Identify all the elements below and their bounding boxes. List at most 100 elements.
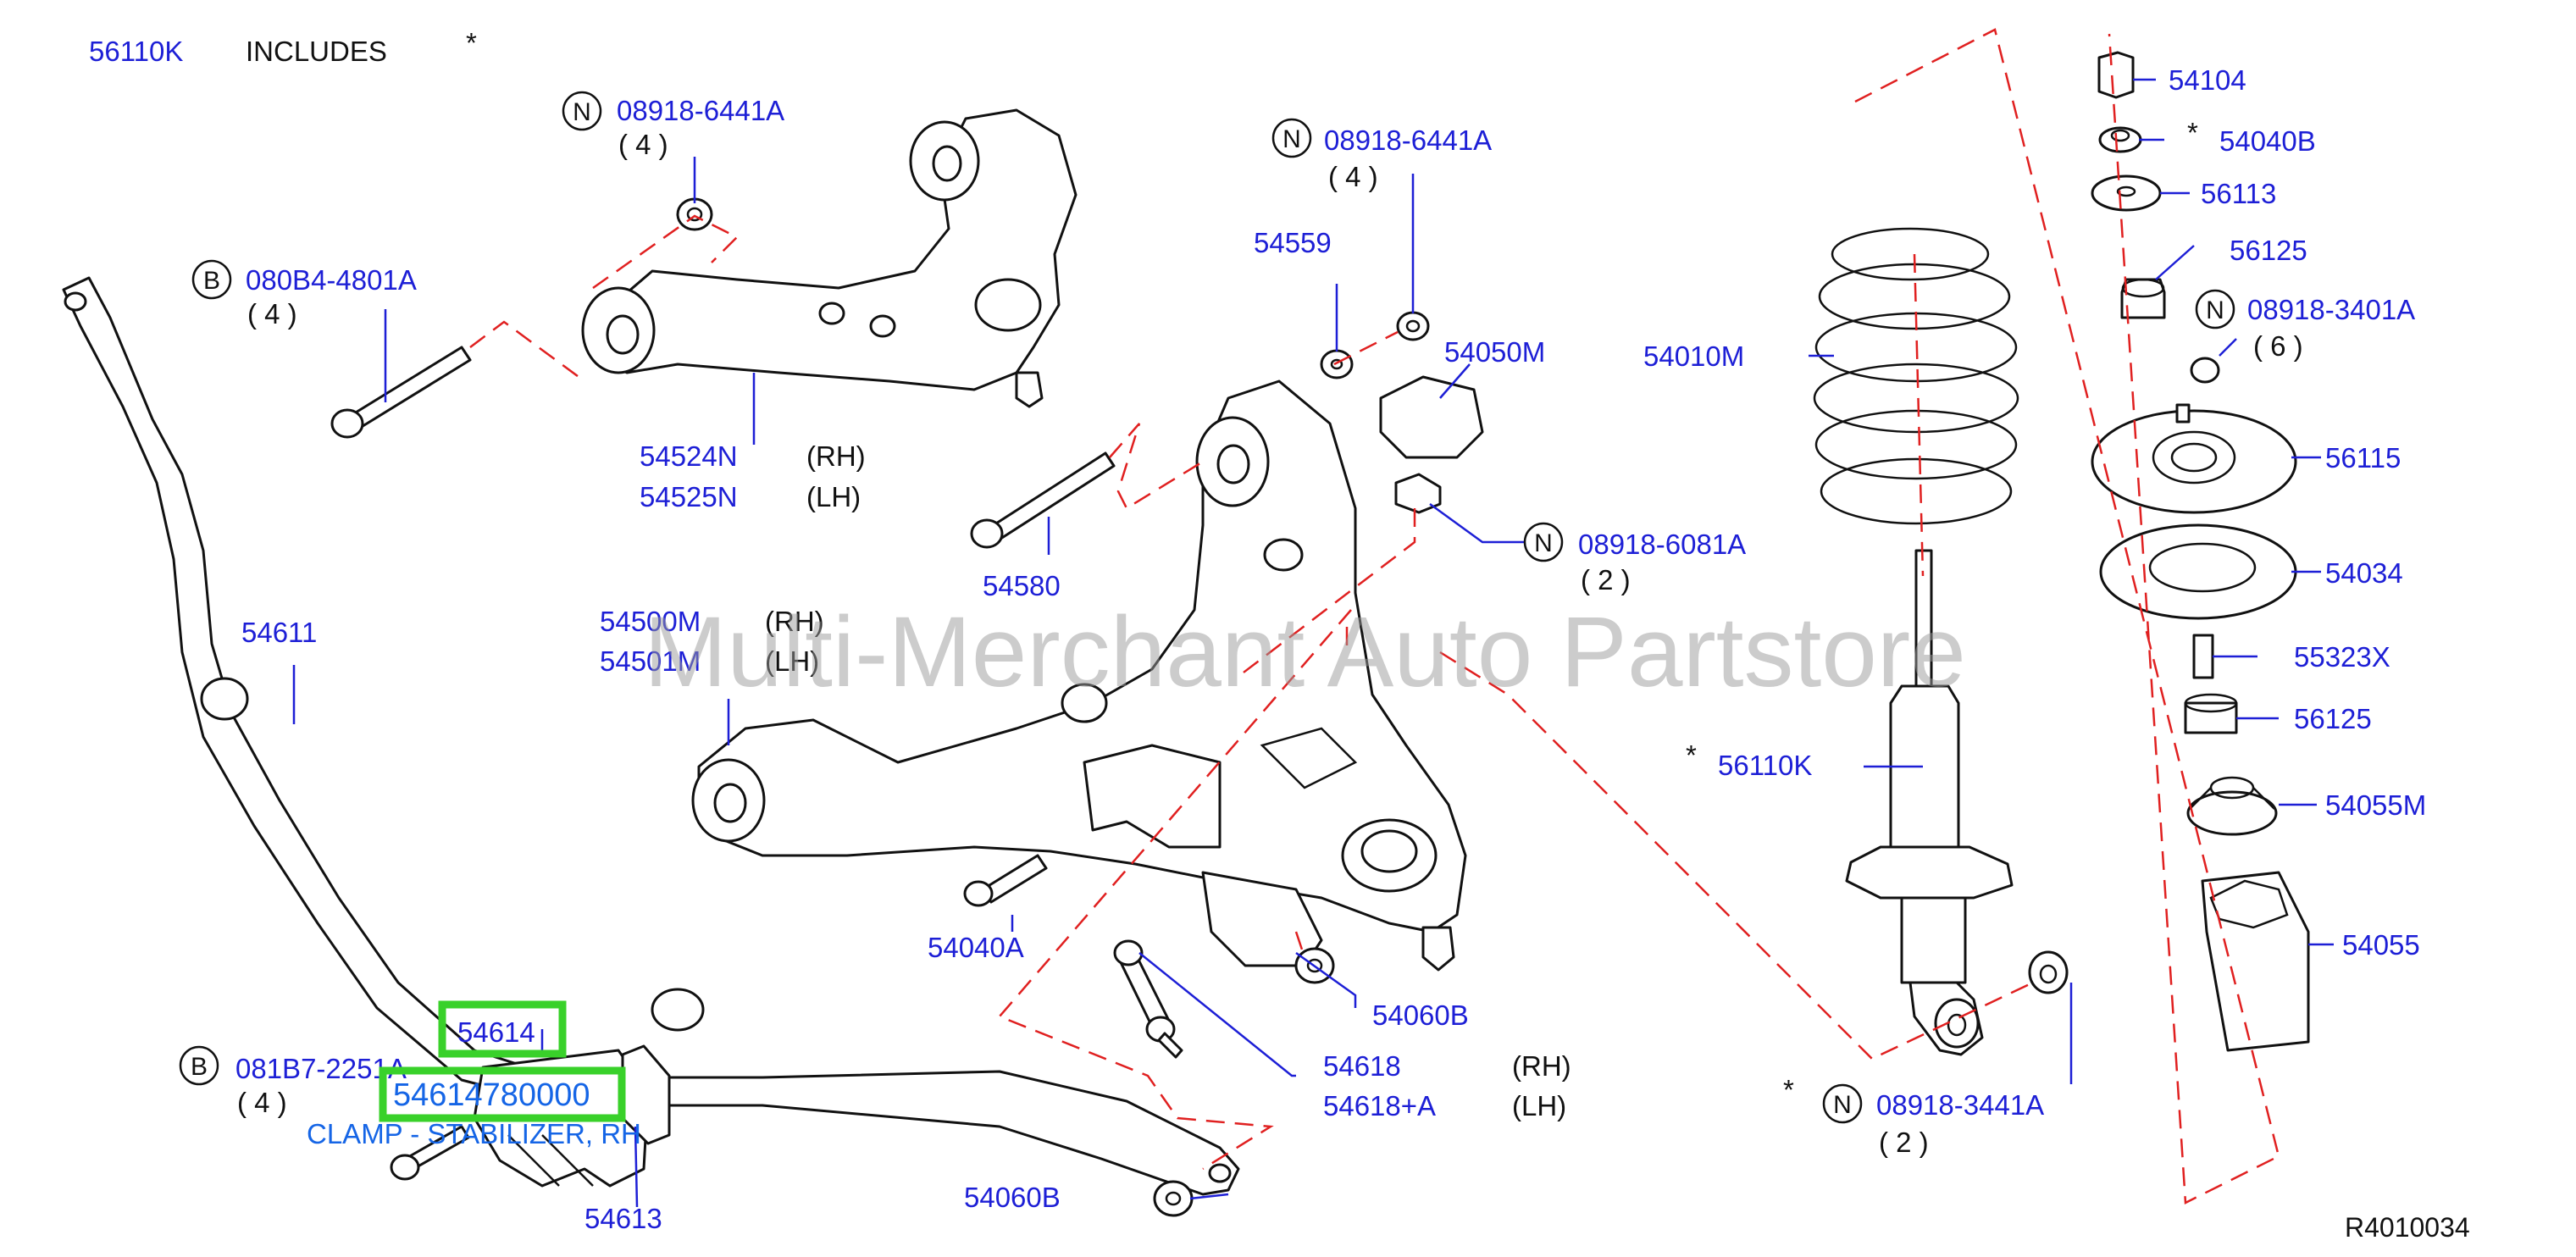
svg-text:B: B: [203, 267, 220, 295]
leader-lines: [292, 78, 2334, 1208]
label-56113[interactable]: 56113: [2201, 178, 2276, 209]
label-08918-6081A[interactable]: 08918-6081A: [1578, 529, 1746, 560]
label-08918-3401A[interactable]: 08918-3401A: [2247, 294, 2415, 325]
label-55323X[interactable]: 55323X: [2294, 641, 2390, 673]
label-081B7-2251A[interactable]: 081B7-2251A: [235, 1053, 407, 1084]
qty-4-c: ( 4 ): [1328, 161, 1378, 192]
side-rh-b: (RH): [765, 606, 824, 637]
star-56110K: *: [1686, 739, 1697, 771]
bushing-56125-upper[interactable]: [2120, 278, 2166, 319]
coil-spring-54010M[interactable]: [1813, 227, 2019, 525]
label-56125-b[interactable]: 56125: [2294, 703, 2372, 734]
callout-circle-b-2: B: [179, 1045, 219, 1086]
qty-4-d: ( 4 ): [237, 1087, 287, 1118]
svg-text:N: N: [1833, 1091, 1852, 1119]
label-54611[interactable]: 54611: [241, 617, 317, 648]
label-54040A[interactable]: 54040A: [928, 932, 1024, 963]
star-08918-3441A: *: [1783, 1074, 1794, 1105]
label-54055[interactable]: 54055: [2342, 929, 2420, 961]
label-54034[interactable]: 54034: [2325, 557, 2403, 589]
bolt-54580[interactable]: [970, 451, 1116, 549]
label-54559[interactable]: 54559: [1254, 227, 1332, 258]
label-54060B-a[interactable]: 54060B: [1372, 1000, 1469, 1031]
label-54614[interactable]: 54614: [457, 1016, 535, 1048]
highlight-box-part: [438, 1000, 567, 1058]
qty-2-a: ( 2 ): [1581, 564, 1631, 595]
side-lh-a: (LH): [806, 481, 861, 512]
label-08918-3441A[interactable]: 08918-3441A: [1876, 1089, 2044, 1121]
svg-text:N: N: [1282, 125, 1301, 153]
side-lh-c: (LH): [1512, 1090, 1566, 1121]
label-08918-6441A-b[interactable]: 08918-6441A: [1324, 125, 1492, 156]
nut-08918-6441A-upper[interactable]: [676, 197, 713, 231]
label-56110K[interactable]: 56110K: [1718, 750, 1812, 781]
label-54618[interactable]: 54618: [1323, 1050, 1401, 1082]
label-54500M[interactable]: 54500M: [600, 606, 701, 637]
callout-circle-n-5: N: [2195, 289, 2235, 329]
nut-08918-3441A[interactable]: [2028, 950, 2069, 994]
header-includes: INCLUDES: [246, 36, 387, 67]
seat-54055M[interactable]: [2186, 776, 2278, 836]
highlight-full-number[interactable]: 54614780000: [379, 1066, 626, 1122]
label-54524N[interactable]: 54524N: [640, 440, 738, 472]
bolt-081B7-2251A[interactable]: [390, 1125, 470, 1181]
label-54010M[interactable]: 54010M: [1643, 341, 1744, 372]
qty-4-b: ( 4 ): [247, 298, 297, 329]
label-54613[interactable]: 54613: [584, 1203, 662, 1234]
callout-circle-n-2: N: [1271, 118, 1312, 158]
highlight-full-number-text[interactable]: 54614780000: [393, 1077, 590, 1113]
insulator-54034[interactable]: [2099, 523, 2297, 620]
highlight-box-full: [379, 1066, 626, 1122]
highlight-description: CLAMP - STABILIZER, RH: [307, 1118, 641, 1149]
stabilizer-link-54618[interactable]: [1113, 939, 1183, 1059]
svg-text:B: B: [191, 1053, 208, 1081]
label-08918-6441A-a[interactable]: 08918-6441A: [617, 95, 784, 126]
bolt-54040A[interactable]: [963, 854, 1048, 907]
upper-control-arm[interactable]: [581, 108, 1077, 408]
explode-lines: [469, 28, 2280, 1204]
nut-08918-6441A-lower[interactable]: [1396, 311, 1430, 341]
label-54060B-b[interactable]: 54060B: [964, 1182, 1061, 1213]
nut-54040B[interactable]: [2098, 126, 2142, 153]
stabilizer-bar[interactable]: [62, 276, 1240, 1196]
label-54501M[interactable]: 54501M: [600, 645, 701, 677]
washer-54559[interactable]: [1320, 349, 1354, 379]
bumper-55323X[interactable]: [2192, 634, 2214, 679]
qty-2-b: ( 2 ): [1879, 1127, 1929, 1158]
callout-circle-b-1: B: [191, 259, 232, 300]
highlight-54614[interactable]: 54614: [438, 1000, 567, 1058]
boot-54055[interactable]: [2201, 871, 2310, 1052]
label-54525N[interactable]: 54525N: [640, 481, 738, 512]
label-56125-a[interactable]: 56125: [2230, 235, 2307, 266]
star-54040B: *: [2187, 117, 2198, 148]
label-54050M[interactable]: 54050M: [1444, 336, 1545, 368]
nut-08918-3401A[interactable]: [2190, 357, 2220, 384]
cap-54050M[interactable]: [1379, 375, 1484, 459]
callout-circle-n-1: N: [562, 91, 602, 131]
washer-56113[interactable]: [2091, 174, 2162, 212]
nut-08918-6081A[interactable]: [1394, 473, 1442, 514]
nut-54060B-lower[interactable]: [1153, 1180, 1194, 1217]
lower-control-arm[interactable]: [691, 379, 1467, 972]
mount-56115[interactable]: [2091, 403, 2297, 514]
label-54104[interactable]: 54104: [2169, 64, 2246, 96]
svg-text:N: N: [2206, 296, 2224, 324]
bolt-080B4-4801A[interactable]: [330, 346, 472, 439]
side-lh-b: (LH): [765, 645, 819, 677]
cap-54104[interactable]: [2097, 51, 2135, 99]
watermark-text: Multi-Merchant Auto Partstore: [644, 596, 1966, 708]
label-54580[interactable]: 54580: [983, 570, 1061, 601]
callout-circle-n-4: N: [1822, 1083, 1863, 1124]
bushing-56125-lower[interactable]: [2184, 693, 2238, 734]
svg-text:N: N: [573, 98, 591, 126]
shock-absorber-56110K[interactable]: [1845, 549, 2014, 1056]
label-54040B[interactable]: 54040B: [2219, 125, 2316, 157]
header-code[interactable]: 56110K: [89, 36, 183, 67]
label-56115[interactable]: 56115: [2325, 442, 2401, 473]
label-080B4-4801A[interactable]: 080B4-4801A: [246, 264, 417, 296]
qty-4-a: ( 4 ): [618, 129, 668, 160]
label-54055M[interactable]: 54055M: [2325, 789, 2426, 821]
callout-circle-n-3: N: [1523, 522, 1564, 562]
label-54618-a[interactable]: 54618+A: [1323, 1090, 1436, 1121]
